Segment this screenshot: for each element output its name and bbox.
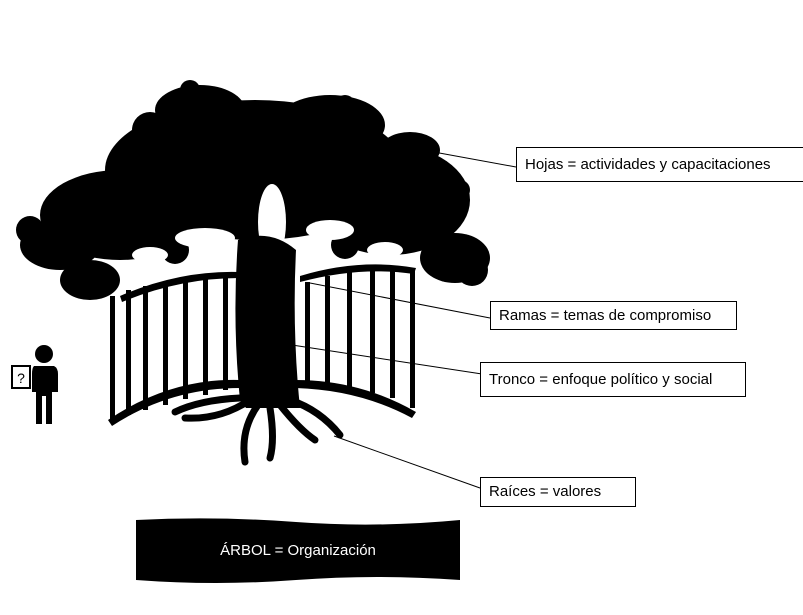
tree-illustration [16, 80, 490, 466]
label-raices-text: Raíces = valores [489, 483, 602, 500]
label-hojas: Hojas = actividades y capacitaciones [516, 147, 803, 182]
tree-trunk [235, 235, 300, 408]
tree-roots [171, 394, 344, 466]
connector-lines [291, 147, 517, 489]
label-hojas-text: Hojas = actividades y capacitaciones [525, 155, 771, 173]
label-ramas: Ramas = temas de compromiso [490, 301, 737, 330]
label-raices: Raíces = valores [480, 477, 636, 507]
connector-ramas [309, 282, 491, 319]
title-banner: ÁRBOL = Organización [136, 516, 460, 584]
person-with-sign-icon: ? [11, 345, 58, 424]
connector-tronco [291, 344, 483, 375]
person-sign-mark: ? [17, 370, 25, 386]
connector-raices [333, 435, 481, 489]
tree-fence [108, 264, 416, 426]
tree-canopy [16, 80, 490, 300]
label-tronco-text: Tronco = enfoque político y social [489, 370, 713, 388]
title-text: ÁRBOL = Organización [220, 541, 376, 559]
label-tronco: Tronco = enfoque político y social [480, 362, 746, 397]
label-ramas-text: Ramas = temas de compromiso [499, 306, 712, 324]
